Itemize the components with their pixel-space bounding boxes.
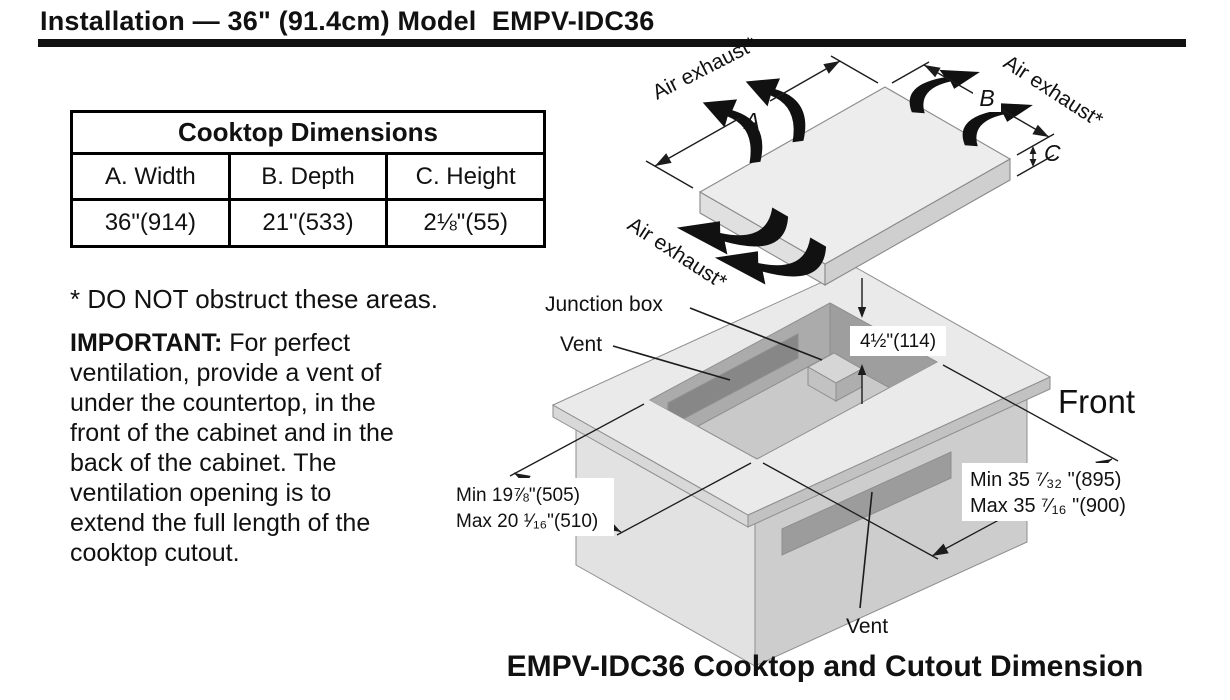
cutout-width-min: Min 35 ⁷⁄₃₂ "(895) bbox=[970, 469, 1121, 491]
cutout-width-dimension: Min 35 ⁷⁄₃₂ "(895) Max 35 ⁷⁄₁₆ "(900) bbox=[762, 364, 1148, 560]
title-rule bbox=[38, 39, 1186, 47]
obstruct-note: * DO NOT obstruct these areas. bbox=[70, 284, 438, 314]
value-height: 2⅛"(55) bbox=[385, 198, 546, 248]
value-depth: 21"(533) bbox=[227, 198, 389, 248]
col-header-height: C. Height bbox=[385, 152, 546, 201]
cutout-width-max: Max 35 ⁷⁄₁₆ "(900) bbox=[970, 495, 1126, 517]
table-title: Cooktop Dimensions bbox=[70, 110, 546, 155]
cutout-depth-box bbox=[448, 478, 614, 536]
installation-diagram: Air exhaust* Air exhaust* Air exhaust* A… bbox=[448, 33, 1148, 667]
value-width: 36"(914) bbox=[70, 198, 231, 248]
dim-label-c: C bbox=[1044, 140, 1061, 166]
air-exhaust-label-top-left: Air exhaust* bbox=[649, 33, 760, 105]
important-label: IMPORTANT: bbox=[70, 329, 223, 357]
dim-label-b: B bbox=[979, 85, 994, 111]
dim-arrowheads-abc bbox=[655, 61, 1049, 167]
important-text: For perfect ventilation, provide a vent … bbox=[70, 329, 394, 567]
front-vent-slot bbox=[781, 451, 952, 556]
front-label: Front bbox=[1058, 383, 1135, 420]
leader-lines bbox=[612, 307, 873, 609]
cutout-width-box bbox=[962, 463, 1148, 521]
dim-label-b-bg bbox=[973, 86, 1001, 112]
cutout-depth-min: Min 19⅞"(505) bbox=[456, 485, 580, 506]
depth-dimension: 4½"(114) bbox=[850, 278, 946, 404]
dim-label-a: A bbox=[742, 108, 759, 134]
air-exhaust-label-top-right: Air exhaust* bbox=[999, 51, 1106, 132]
vent-back-label: Vent bbox=[560, 333, 602, 356]
depth-dim-box bbox=[850, 326, 946, 356]
figure-caption: EMPV-IDC36 Cooktop and Cutout Dimension bbox=[506, 650, 1144, 683]
col-header-width: A. Width bbox=[70, 152, 231, 201]
cutout-depth-dimension: Min 19⅞"(505) Max 20 ¹⁄₁₆"(510) bbox=[448, 403, 752, 536]
junction-box-label: Junction box bbox=[545, 293, 663, 316]
depth-dim-label: 4½"(114) bbox=[860, 331, 936, 352]
col-header-depth: B. Depth bbox=[227, 152, 389, 201]
page-title: Installation — 36" (91.4cm) Model EMPV-I… bbox=[40, 6, 655, 36]
cooktop-dimensions-table: Cooktop Dimensions A. Width B. Depth C. … bbox=[70, 110, 546, 248]
cutout-depth-max: Max 20 ¹⁄₁₆"(510) bbox=[456, 511, 598, 532]
important-note: IMPORTANT: For perfect ventilation, prov… bbox=[70, 328, 480, 568]
vent-front-label: Vent bbox=[846, 615, 888, 638]
